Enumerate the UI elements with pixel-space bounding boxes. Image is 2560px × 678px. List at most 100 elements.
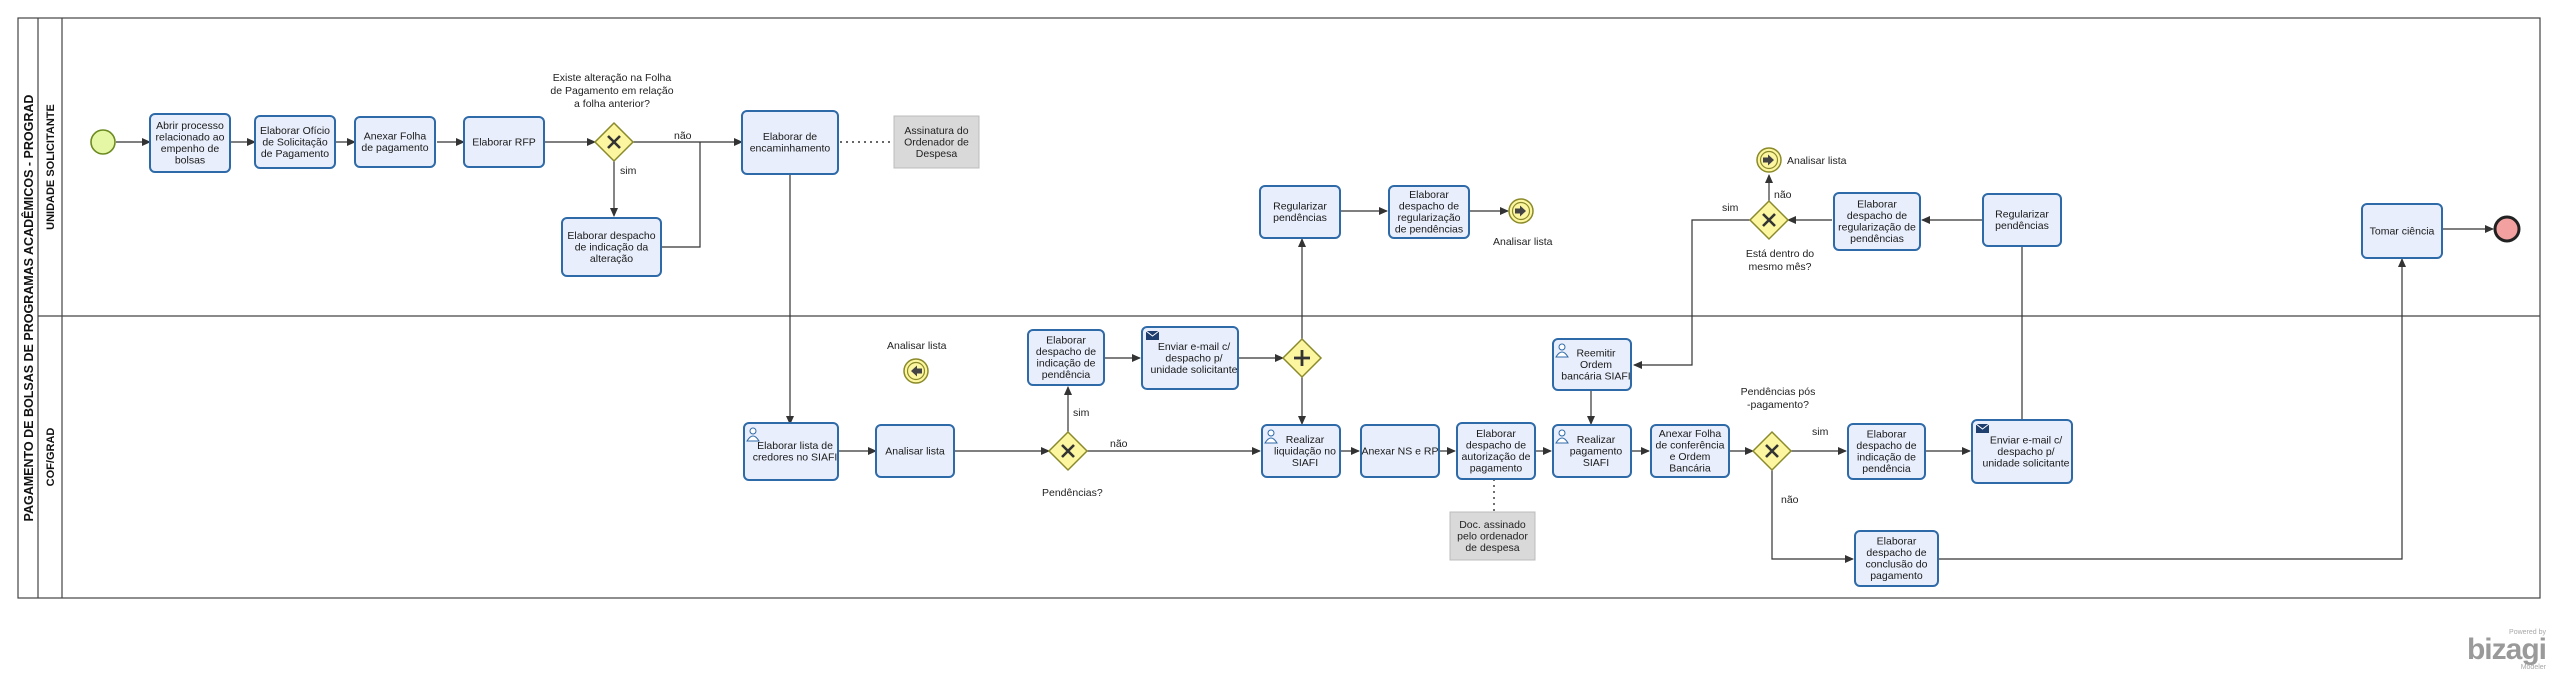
task-tomar-ciencia[interactable]: Tomar ciência xyxy=(2361,203,2443,259)
task-label-line: despacho de xyxy=(1036,346,1096,358)
task-label-line: e Ordem xyxy=(1670,451,1711,463)
task-label-line: Analisar lista xyxy=(885,445,945,457)
task-analisar-lista[interactable]: Analisar lista xyxy=(875,424,955,478)
task-label-line: Anexar Folha xyxy=(1659,428,1722,440)
task-label-line: de pendências xyxy=(1395,224,1463,236)
task-label-line: Elaborar xyxy=(1867,429,1907,441)
user-icon xyxy=(1555,343,1569,358)
annotation-label-line: Despesa xyxy=(916,148,958,160)
task-anexar-ns-rp[interactable]: Anexar NS e RP xyxy=(1360,424,1440,478)
lane-title-cof: COF/GRAD xyxy=(45,428,57,487)
task-label-line: pagamento xyxy=(1870,570,1923,582)
task-label-line: Enviar e-mail c/ xyxy=(1990,434,2062,446)
task-label-line: Regularizar xyxy=(1995,209,2049,221)
gateway-label-line: Está dentro do xyxy=(1746,248,1814,260)
pool-title: PAGAMENTO DE BOLSAS DE PROGRAMAS ACADÊMI… xyxy=(21,95,36,522)
task-label-line: Elaborar xyxy=(1857,199,1897,211)
task-label-line: despacho de xyxy=(1847,210,1907,222)
arrow-left-icon xyxy=(911,365,922,377)
task-label-line: unidade solicitante xyxy=(1983,457,2070,469)
task-label-line: SIAFI xyxy=(1292,457,1318,469)
envelope-icon xyxy=(1975,423,1990,433)
task-label-line: Elaborar despacho xyxy=(567,230,655,242)
task-label-line: Regularizar xyxy=(1273,201,1327,213)
task-label-line: indicação de xyxy=(1037,358,1096,370)
gateway-label-line: de Pagamento em relação xyxy=(550,85,673,97)
start-event[interactable] xyxy=(90,129,116,155)
task-label-line: SIAFI xyxy=(1583,457,1609,469)
task-label-line: pendências xyxy=(1273,212,1327,224)
task-label-line: credores no SIAFI xyxy=(753,452,838,464)
gateway-pendencias-pos-pagamento[interactable] xyxy=(1751,430,1793,472)
sequence-flows xyxy=(116,138,2494,563)
lane-title-unidade: UNIDADE SOLICITANTE xyxy=(45,104,57,230)
annotation-label-line: Ordenador de xyxy=(904,136,969,148)
exclusive-x-icon xyxy=(607,135,621,149)
task-label-line: despacho p/ xyxy=(1997,446,2054,458)
task-label-line: Elaborar xyxy=(1409,189,1449,201)
task-elaborar-rfp[interactable]: Elaborar RFP xyxy=(463,116,545,168)
gateway-mesmo-mes[interactable] xyxy=(1748,199,1790,241)
task-label-line: Enviar e-mail c/ xyxy=(1158,341,1230,353)
end-event[interactable] xyxy=(2493,215,2521,243)
task-label-line: bolsas xyxy=(175,155,205,167)
task-label-line: de conferência xyxy=(1656,440,1725,452)
gateway-pendencias[interactable] xyxy=(1047,430,1089,472)
task-label-line: Anexar Folha xyxy=(364,131,427,143)
task-label-line: Elaborar lista de xyxy=(757,440,833,452)
task-label-line: Elaborar xyxy=(1877,536,1917,548)
flow-label-sim: sim xyxy=(620,165,637,177)
task-label-line: alteração xyxy=(590,253,633,265)
task-enviar-email-2[interactable]: Enviar e-mail c/despacho p/unidade solic… xyxy=(1971,419,2073,484)
task-label-line: bancária SIAFI xyxy=(1561,370,1630,382)
pool: PAGAMENTO DE BOLSAS DE PROGRAMAS ACADÊMI… xyxy=(17,17,2541,599)
task-label-line: Abrir processo xyxy=(156,120,224,132)
task-label-line: pendência xyxy=(1862,463,1911,475)
gateway-label-line: Pendências pós xyxy=(1741,386,1816,398)
brand-product: Modeler xyxy=(2520,664,2546,671)
task-label-line: unidade solicitante xyxy=(1151,364,1238,376)
task-label-line: autorização de xyxy=(1462,451,1531,463)
gateway-label-pendencias: Pendências? xyxy=(1042,487,1103,499)
task-label-line: Realizar xyxy=(1577,434,1616,446)
intermediate-event-analisar-lista-2[interactable] xyxy=(1756,147,1782,173)
task-label-line: Realizar xyxy=(1286,434,1325,446)
gateway-parallel[interactable] xyxy=(1281,337,1323,379)
task-label-line: Reemitir xyxy=(1576,347,1616,359)
task-label-line: Tomar ciência xyxy=(2370,225,2435,237)
intermediate-event-analisar-lista-3[interactable] xyxy=(903,358,929,384)
user-icon xyxy=(1264,429,1278,444)
annotation-label-line: pelo ordenador xyxy=(1457,530,1528,542)
flow-label-nao: não xyxy=(1110,438,1128,450)
task-label-line: de Pagamento xyxy=(261,148,329,160)
task-label-line: despacho de xyxy=(1856,440,1916,452)
event-label-analisar-lista: Analisar lista xyxy=(1787,155,1847,167)
parallel-plus-icon xyxy=(1294,350,1310,366)
intermediate-event-analisar-lista-1[interactable] xyxy=(1508,198,1534,224)
task-enviar-email-1[interactable]: Enviar e-mail c/despacho p/unidade solic… xyxy=(1141,326,1239,390)
task-label-line: despacho p/ xyxy=(1165,352,1222,364)
flow-label-nao: não xyxy=(1774,189,1792,201)
gateway-existe-alteracao[interactable] xyxy=(593,121,635,163)
task-label-line: pendência xyxy=(1042,369,1091,381)
arrow-right-icon xyxy=(1515,205,1526,217)
task-label-line: pendências xyxy=(1995,220,2049,232)
